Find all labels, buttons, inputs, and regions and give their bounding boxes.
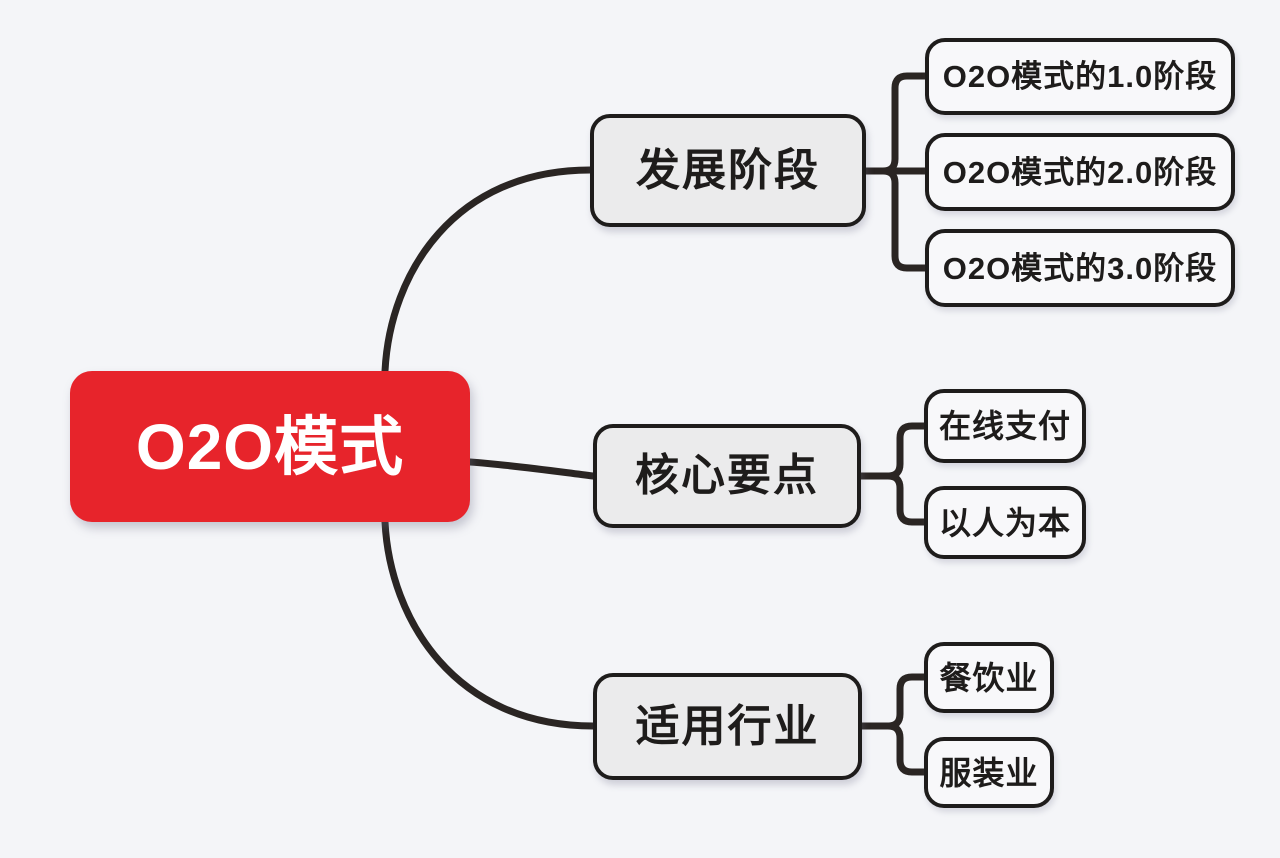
leaf-people-oriented: 以人为本 bbox=[924, 486, 1086, 559]
edge-root-core-points bbox=[466, 458, 597, 480]
leaf-o2o-stage-1-0: O2O模式的1.0阶段 bbox=[925, 38, 1235, 115]
edge-industries-child-1 bbox=[858, 673, 928, 730]
leaf-catering-industry: 餐饮业 bbox=[924, 642, 1054, 713]
edge-root-development-stages bbox=[381, 166, 594, 375]
leaf-clothing-industry: 服装业 bbox=[924, 737, 1054, 808]
branch-applicable-industries: 适用行业 bbox=[593, 673, 862, 780]
edge-stages-child-1 bbox=[862, 72, 929, 175]
branch-development-stages: 发展阶段 bbox=[590, 114, 866, 227]
leaf-o2o-stage-2-0: O2O模式的2.0阶段 bbox=[925, 133, 1235, 211]
edge-core-child-1 bbox=[857, 422, 928, 480]
root-node-o2o-model: O2O模式 bbox=[70, 371, 470, 522]
edge-industries-child-2 bbox=[858, 722, 928, 776]
edge-root-applicable-industries bbox=[381, 518, 597, 730]
edge-stages-child-3 bbox=[862, 167, 929, 272]
branch-core-points: 核心要点 bbox=[593, 424, 861, 528]
leaf-online-payment: 在线支付 bbox=[924, 389, 1086, 463]
leaf-o2o-stage-3-0: O2O模式的3.0阶段 bbox=[925, 229, 1235, 307]
edge-core-child-2 bbox=[857, 472, 928, 526]
